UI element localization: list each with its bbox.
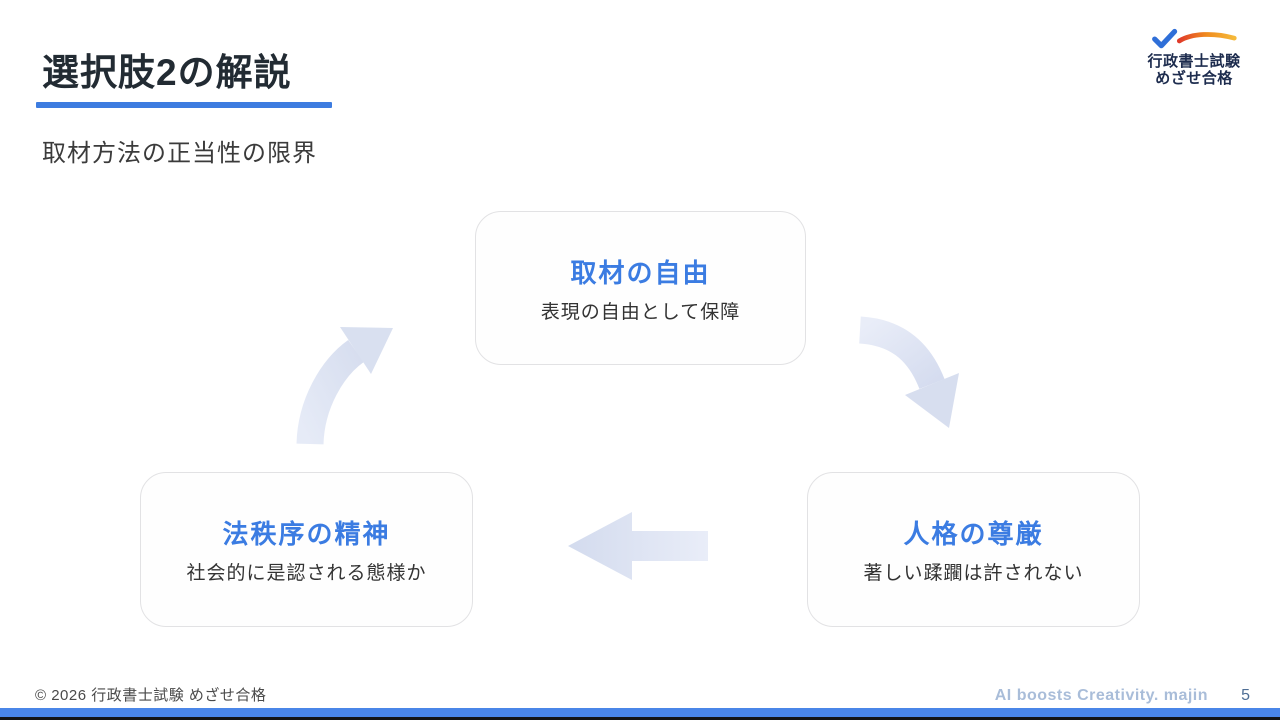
page-title: 選択肢2の解説 bbox=[42, 52, 292, 93]
slide-subtitle: 取材方法の正当性の限界 bbox=[42, 140, 317, 167]
logo-text-line1: 行政書士試験 bbox=[1147, 53, 1241, 70]
diagram-node-spirit-of-legal-order: 法秩序の精神 社会的に是認される態様か bbox=[140, 472, 473, 627]
bottom-edge-strip bbox=[0, 717, 1280, 720]
node-title: 取材の自由 bbox=[570, 257, 711, 288]
copyright-text: © 2026 行政書士試験 めざせ合格 bbox=[35, 687, 267, 704]
bottom-accent-bar bbox=[0, 708, 1280, 717]
node-description: 著しい蹂躙は許されない bbox=[863, 563, 1084, 584]
node-description: 表現の自由として保障 bbox=[540, 301, 741, 323]
straight-arrow-left-icon bbox=[568, 512, 708, 580]
watermark-text: AI boosts Creativity. majin bbox=[994, 687, 1208, 704]
checkmark-swoosh-icon bbox=[1152, 28, 1237, 49]
title-underline bbox=[36, 102, 332, 108]
node-title: 人格の尊厳 bbox=[903, 519, 1044, 549]
diagram-node-personal-dignity: 人格の尊厳 著しい蹂躙は許されない bbox=[807, 472, 1140, 627]
node-description: 社会的に是認される態様か bbox=[186, 563, 427, 584]
node-title: 法秩序の精神 bbox=[222, 519, 391, 549]
logo-text-line2: めざせ合格 bbox=[1155, 70, 1233, 87]
curved-arrow-up-right-icon bbox=[296, 327, 393, 445]
brand-logo: 行政書士試験 めざせ合格 bbox=[1134, 28, 1254, 87]
curved-arrow-down-right-icon bbox=[858, 316, 959, 428]
diagram-node-freedom-of-reporting: 取材の自由 表現の自由として保障 bbox=[475, 211, 806, 365]
page-number: 5 bbox=[1241, 687, 1250, 704]
